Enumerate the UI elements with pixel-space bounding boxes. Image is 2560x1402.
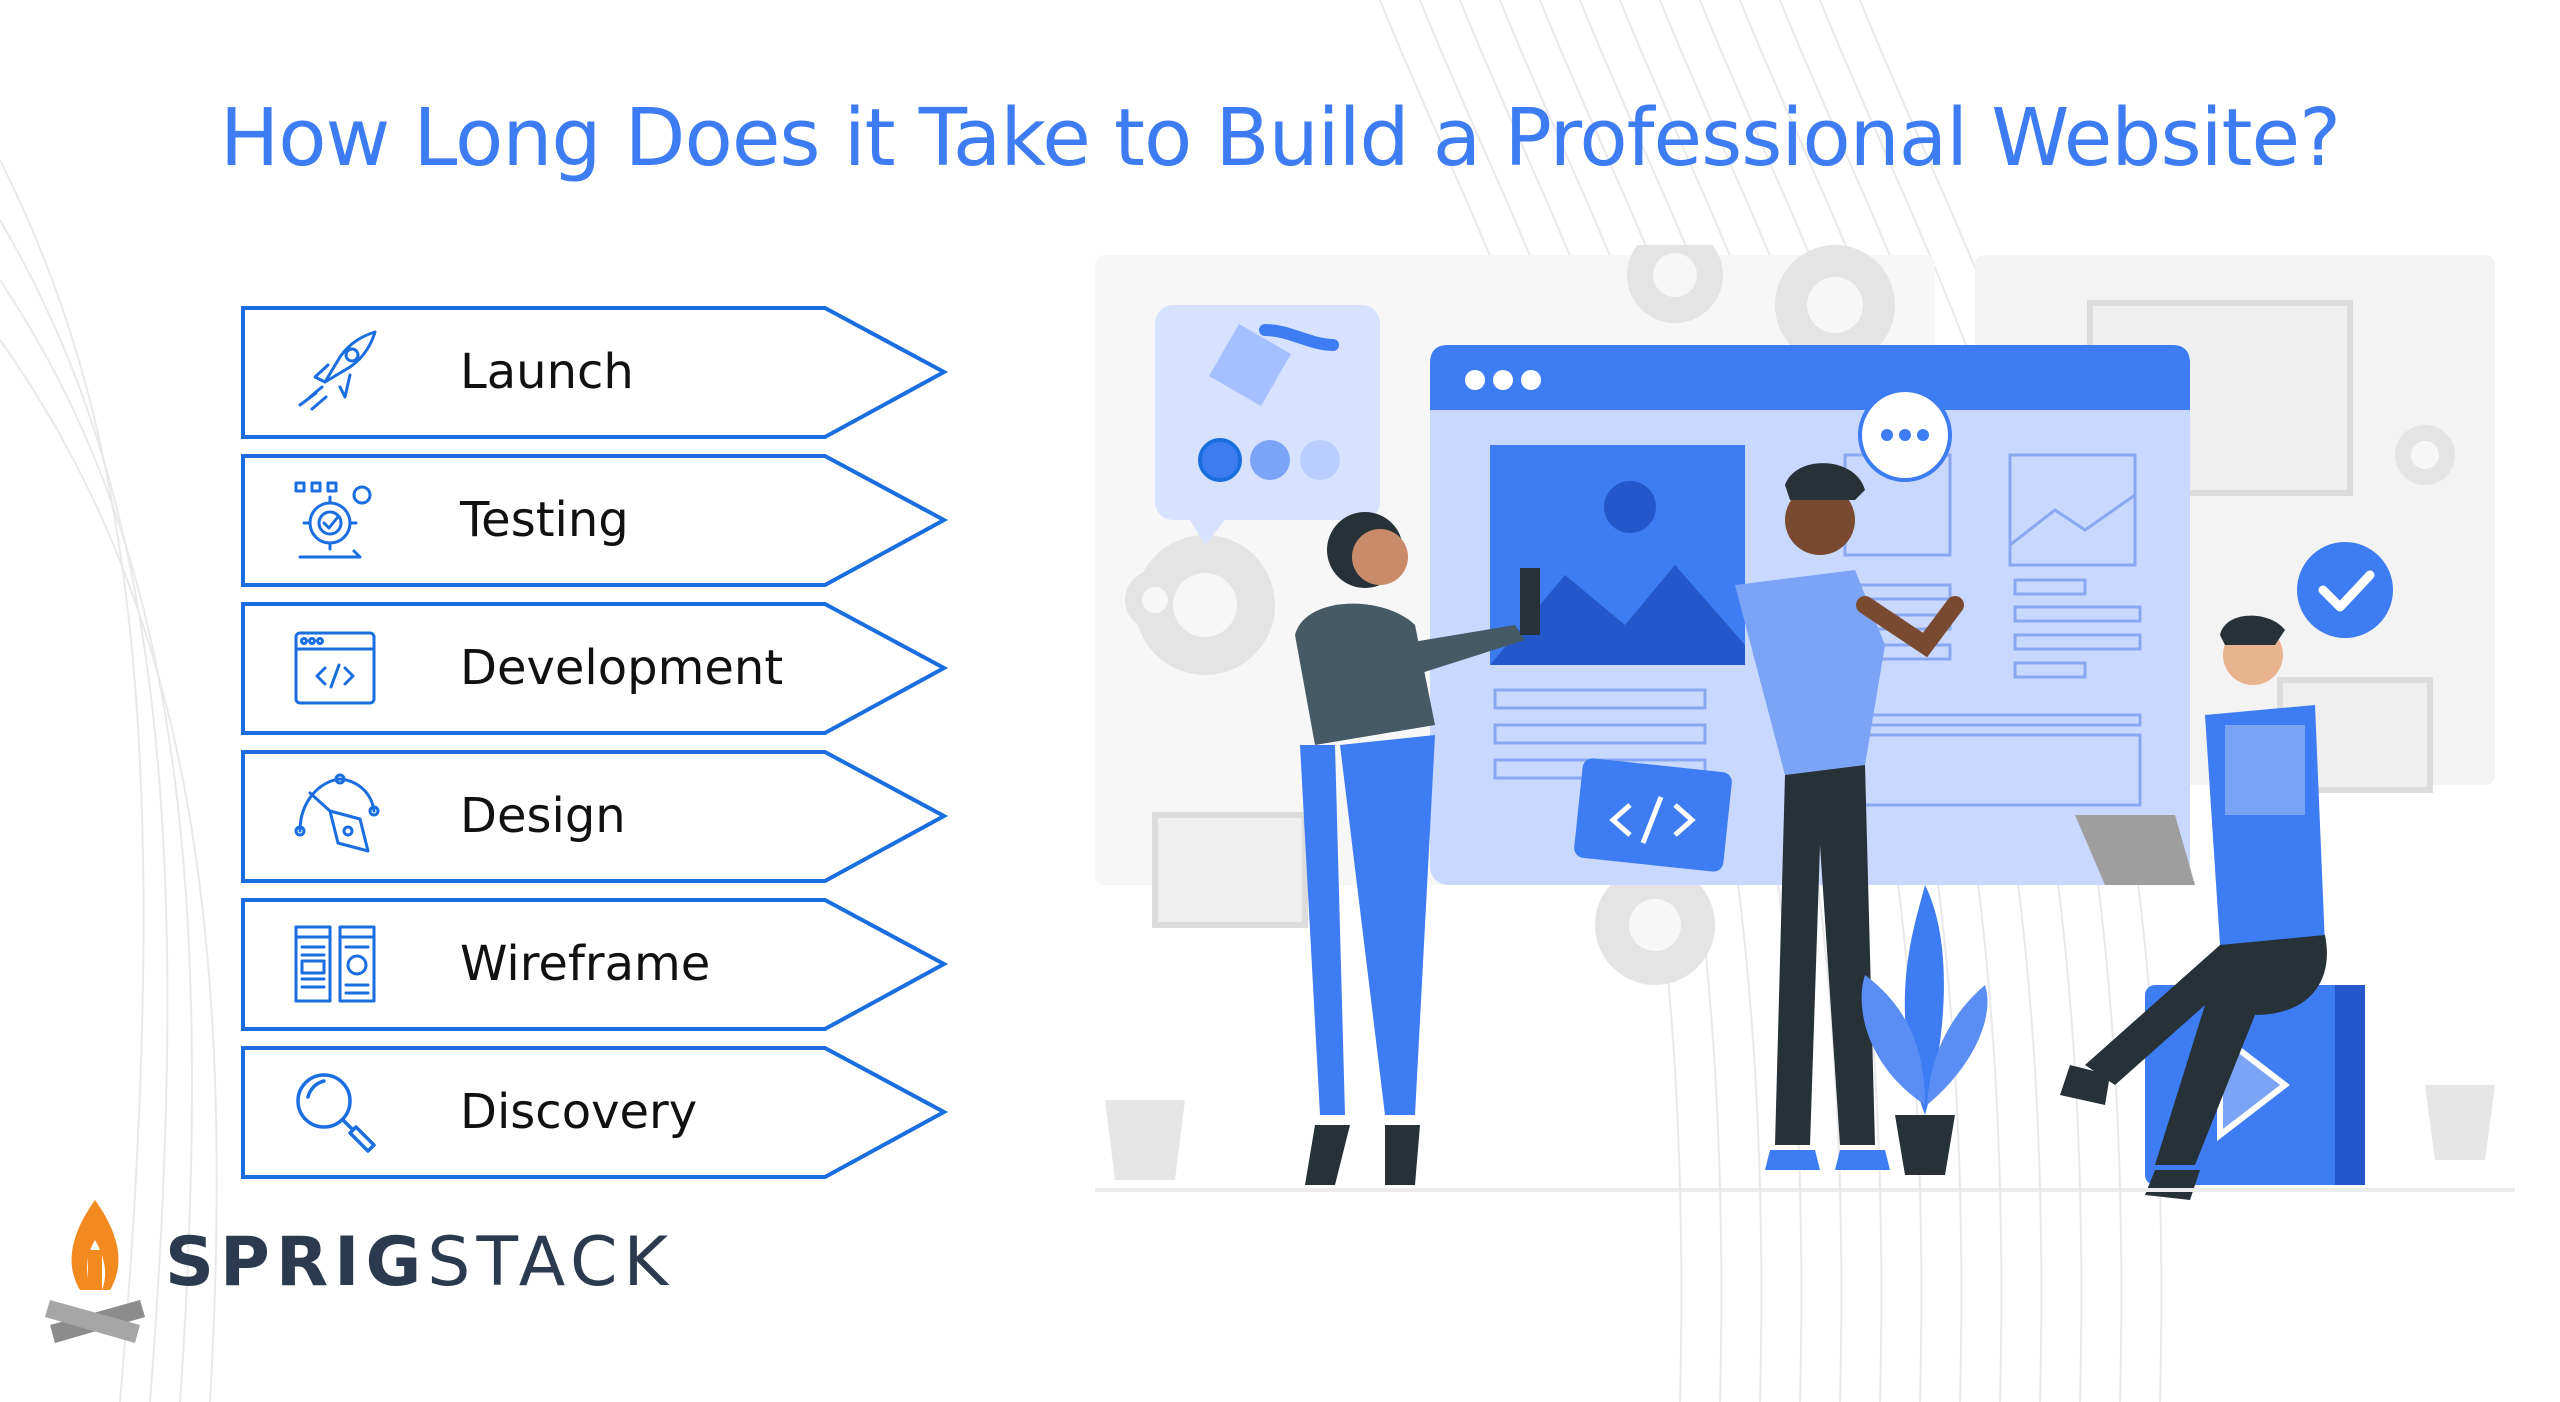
- team-building-website-illustration: [1095, 245, 2515, 1200]
- man-standing-figure: [1574, 463, 1964, 1170]
- step-design: Design: [240, 749, 950, 884]
- logo-text-sprig: SPRIG: [165, 1223, 428, 1302]
- step-arrow-shape: [241, 1046, 949, 1179]
- step-label: Development: [460, 640, 784, 696]
- sprigstack-logo: SPRIGSTACK: [40, 1195, 668, 1365]
- step-label: Launch: [460, 344, 634, 400]
- step-label: Testing: [460, 492, 629, 548]
- wireframe-icon: [294, 925, 376, 1003]
- step-arrow-shape: [241, 750, 949, 883]
- step-label: Discovery: [460, 1084, 698, 1140]
- campfire-icon: [45, 1200, 145, 1343]
- step-arrow-shape: [241, 454, 949, 587]
- page-title: How Long Does it Take to Build a Profess…: [219, 92, 2341, 184]
- step-discovery: Discovery: [240, 1045, 950, 1180]
- logo-text-stack: STACK: [427, 1223, 675, 1302]
- step-arrow-shape: [241, 602, 949, 735]
- step-arrow-shape: [241, 306, 949, 439]
- testing-gear-icon: [294, 481, 372, 559]
- step-label: Wireframe: [460, 936, 711, 992]
- step-label: Design: [460, 788, 626, 844]
- step-launch: Launch: [240, 305, 950, 440]
- step-arrow-shape: [241, 898, 949, 1031]
- step-testing: Testing: [240, 453, 950, 588]
- code-window-icon: [294, 631, 376, 705]
- magnifier-icon: [296, 1073, 376, 1153]
- man-sitting-figure: [2060, 615, 2365, 1200]
- pen-tool-icon: [294, 773, 380, 853]
- woman-figure: [1295, 512, 1565, 1185]
- step-wireframe: Wireframe: [240, 897, 950, 1032]
- plant-figure: [1861, 885, 1988, 1175]
- rocket-icon: [298, 330, 377, 411]
- step-development: Development: [240, 601, 950, 736]
